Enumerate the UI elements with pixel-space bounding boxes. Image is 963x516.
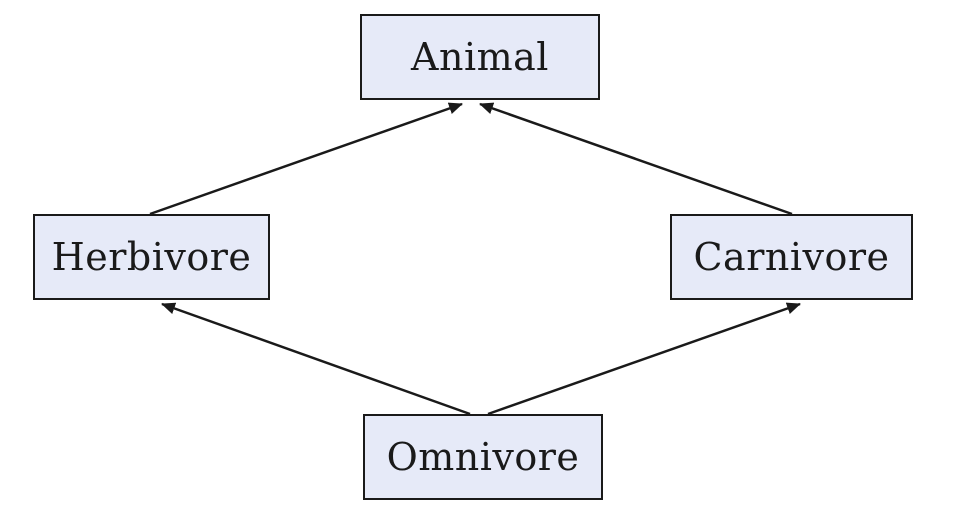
edge-carnivore-to-animal: [479, 102, 793, 216]
edge-omnivore-to-carnivore: [487, 302, 801, 416]
edge-omnivore-to-herbivore: [161, 302, 471, 416]
node-animal: Animal: [360, 14, 600, 100]
node-omnivore: Omnivore: [363, 414, 603, 500]
node-carnivore: Carnivore: [670, 214, 913, 300]
node-animal-label: Animal: [411, 35, 549, 79]
node-herbivore: Herbivore: [33, 214, 270, 300]
edge-herbivore-to-animal: [149, 102, 463, 216]
node-herbivore-label: Herbivore: [51, 235, 252, 279]
node-carnivore-label: Carnivore: [693, 235, 890, 279]
node-omnivore-label: Omnivore: [386, 435, 580, 479]
